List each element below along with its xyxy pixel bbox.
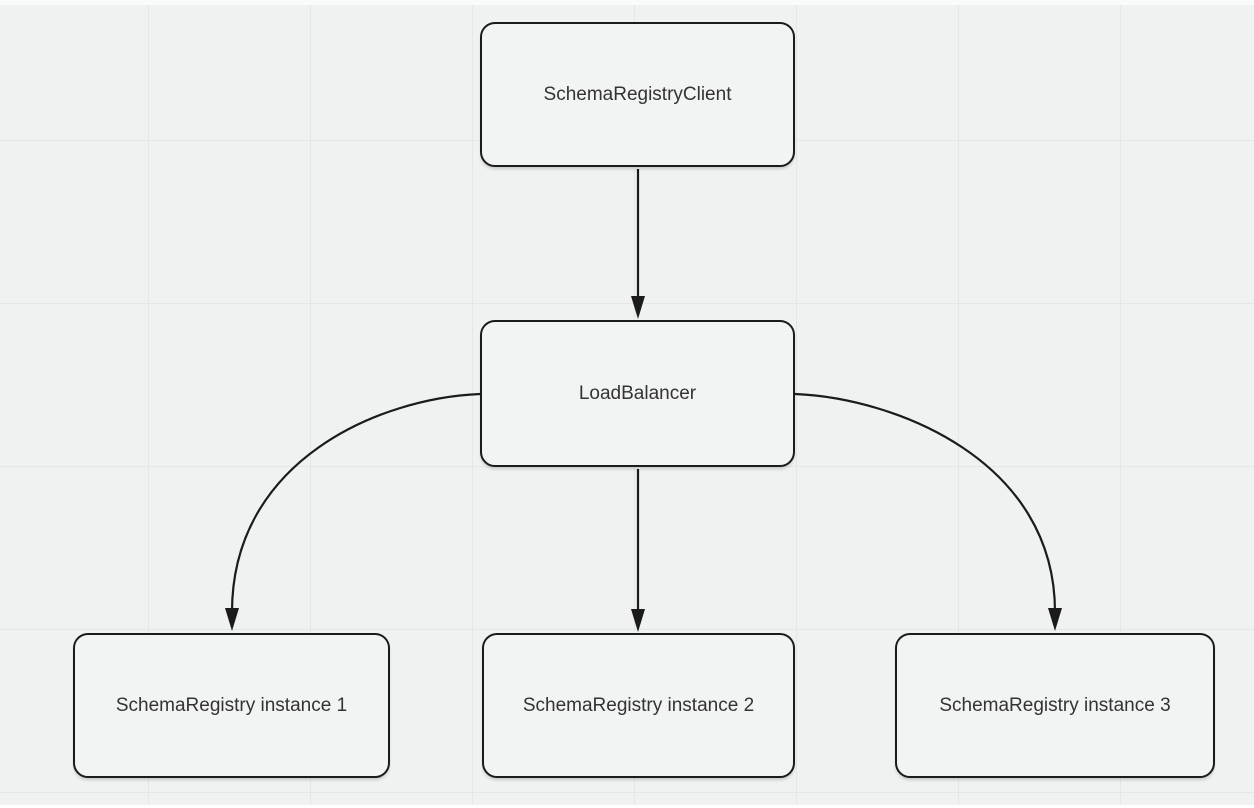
node-label: SchemaRegistry instance 1 [115,694,348,716]
edge-loadbalancer-to-instance1 [230,392,481,613]
arrowhead-icon [1048,608,1062,631]
arrowhead-icon [225,608,239,631]
canvas-bottom-edge [0,805,1254,808]
node-schemaregistry-instance-3: SchemaRegistry instance 3 [895,633,1215,778]
node-schemaregistry-instance-2: SchemaRegistry instance 2 [482,633,795,778]
edge-loadbalancer-to-instance3 [794,392,1057,613]
arrowhead-icon [631,609,645,632]
node-label: SchemaRegistry instance 2 [522,694,755,716]
node-loadbalancer: LoadBalancer [480,320,795,467]
node-label: SchemaRegistry instance 3 [939,694,1171,716]
node-schemaregistry-instance-1: SchemaRegistry instance 1 [73,633,390,778]
arrowhead-icon [631,296,645,319]
canvas-top-edge [0,0,1254,5]
node-label: LoadBalancer [578,382,697,404]
node-schemaregistryclient: SchemaRegistryClient [480,22,795,167]
node-label: SchemaRegistryClient [543,83,732,105]
